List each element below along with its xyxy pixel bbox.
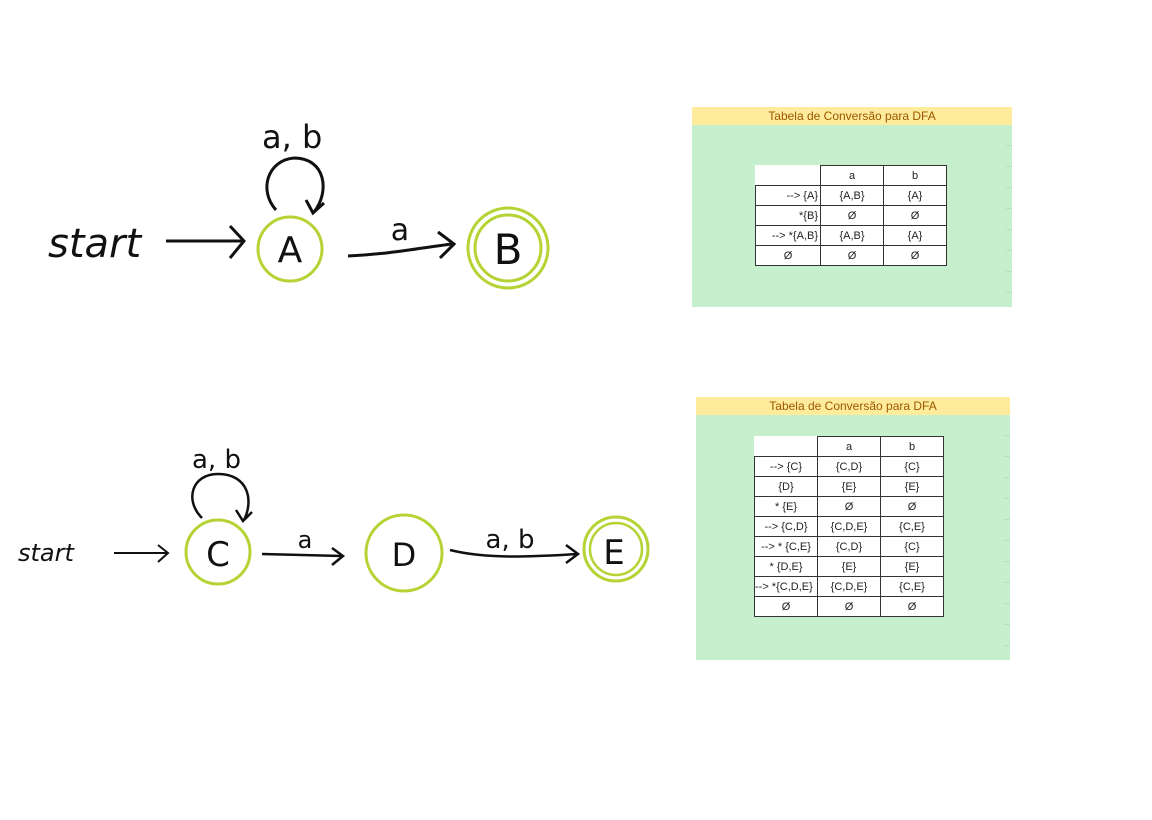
- cell-b: {E}: [880, 556, 944, 577]
- table-header-row: a b: [754, 436, 944, 457]
- row-state: --> {A}: [755, 185, 821, 206]
- cell-a: Ø: [820, 245, 884, 266]
- row-state: Ø: [754, 596, 818, 617]
- nfa-diagram-2: start a, b C a D a, b E: [18, 445, 650, 593]
- column-header: a: [817, 436, 881, 457]
- cell-b: {C}: [880, 456, 944, 477]
- loop-label-2: a, b: [192, 445, 241, 475]
- table-row: *{B} Ø Ø: [755, 205, 947, 226]
- cell-a: {C,D}: [817, 536, 881, 557]
- column-header: a: [820, 165, 884, 186]
- grid-lines-1: [1006, 125, 1012, 307]
- table-row: --> * {C,E} {C,D} {C}: [754, 536, 944, 557]
- table-row: * {E} Ø Ø: [754, 496, 944, 517]
- edge-C-D: [261, 552, 343, 558]
- row-state: *{B}: [755, 205, 821, 226]
- cell-a: Ø: [817, 496, 881, 517]
- state-B-label: B: [494, 225, 523, 274]
- state-A: [256, 215, 324, 283]
- cell-a: {C,D}: [817, 456, 881, 477]
- row-state: {D}: [754, 476, 818, 497]
- grid-lines-2: [1004, 415, 1010, 660]
- cell-a: {E}: [817, 476, 881, 497]
- cell-b: Ø: [880, 596, 944, 617]
- conversion-table-2: a b --> {C} {C,D} {C} {D} {E} {E} * {E} …: [754, 436, 944, 617]
- row-state: * {E}: [754, 496, 818, 517]
- row-state: Ø: [755, 245, 821, 266]
- cell-a: {E}: [817, 556, 881, 577]
- table-row: --> {A} {A,B} {A}: [755, 185, 947, 206]
- cell-b: {C,E}: [880, 516, 944, 537]
- table-row: --> *{C,D,E} {C,D,E} {C,E}: [754, 576, 944, 597]
- conversion-panel-1: Tabela de Conversão para DFA a b --> {A}…: [692, 107, 1012, 307]
- table-row: --> *{A,B} {A,B} {A}: [755, 225, 947, 246]
- column-header: b: [880, 436, 944, 457]
- cell-a: Ø: [817, 596, 881, 617]
- edge-A-B: [347, 242, 453, 258]
- cell-a: {C,D,E}: [817, 516, 881, 537]
- table-row: Ø Ø Ø: [754, 596, 944, 617]
- edge-D-E: [449, 548, 579, 558]
- state-E-outer: [582, 515, 650, 583]
- edge-C-D-label: a: [298, 526, 313, 554]
- state-D-label: D: [392, 536, 417, 574]
- cell-b: {A}: [883, 185, 947, 206]
- table-row: --> {C} {C,D} {C}: [754, 456, 944, 477]
- table-row: --> {C,D} {C,D,E} {C,E}: [754, 516, 944, 537]
- table-row: * {D,E} {E} {E}: [754, 556, 944, 577]
- loop-label-1: a, b: [262, 118, 322, 156]
- start-label-2: start: [18, 539, 75, 567]
- cell-a: Ø: [820, 205, 884, 226]
- nfa-diagram-1: start a, b A a B: [48, 118, 550, 290]
- table-row: Ø Ø Ø: [755, 245, 947, 266]
- row-state: --> {C,D}: [754, 516, 818, 537]
- state-D: [364, 513, 444, 593]
- cell-b: {E}: [880, 476, 944, 497]
- edge-D-E-label: a, b: [486, 525, 535, 555]
- state-E-inner: [588, 521, 644, 577]
- row-state: --> *{A,B}: [755, 225, 821, 246]
- state-B-outer: [466, 206, 550, 290]
- edge-A-B-label: a: [391, 213, 409, 248]
- state-C-label: C: [206, 535, 230, 575]
- cell-b: Ø: [883, 245, 947, 266]
- cell-b: {C}: [880, 536, 944, 557]
- cell-b: {A}: [883, 225, 947, 246]
- cell-b: Ø: [883, 205, 947, 226]
- row-state: --> {C}: [754, 456, 818, 477]
- self-loop-C: [191, 472, 250, 521]
- cell-b: Ø: [880, 496, 944, 517]
- row-state: --> *{C,D,E}: [754, 576, 818, 597]
- cell-a: {A,B}: [820, 185, 884, 206]
- self-loop-A: [265, 156, 325, 213]
- table-row: {D} {E} {E}: [754, 476, 944, 497]
- cell-b: {C,E}: [880, 576, 944, 597]
- conversion-panel-2: Tabela de Conversão para DFA a b --> {C}…: [696, 397, 1010, 660]
- cell-a: {A,B}: [820, 225, 884, 246]
- table-header-row: a b: [755, 165, 947, 186]
- row-state: --> * {C,E}: [754, 536, 818, 557]
- row-state: * {D,E}: [754, 556, 818, 577]
- table-title-2: Tabela de Conversão para DFA: [696, 397, 1010, 415]
- column-header: b: [883, 165, 947, 186]
- conversion-table-1: a b --> {A} {A,B} {A} *{B} Ø Ø --> *{A,B…: [755, 165, 947, 266]
- state-B-inner: [473, 213, 543, 283]
- state-A-label: A: [278, 230, 303, 271]
- state-C: [184, 518, 252, 586]
- table-title-1: Tabela de Conversão para DFA: [692, 107, 1012, 125]
- cell-a: {C,D,E}: [817, 576, 881, 597]
- start-label-1: start: [48, 221, 142, 267]
- state-E-label: E: [603, 533, 624, 573]
